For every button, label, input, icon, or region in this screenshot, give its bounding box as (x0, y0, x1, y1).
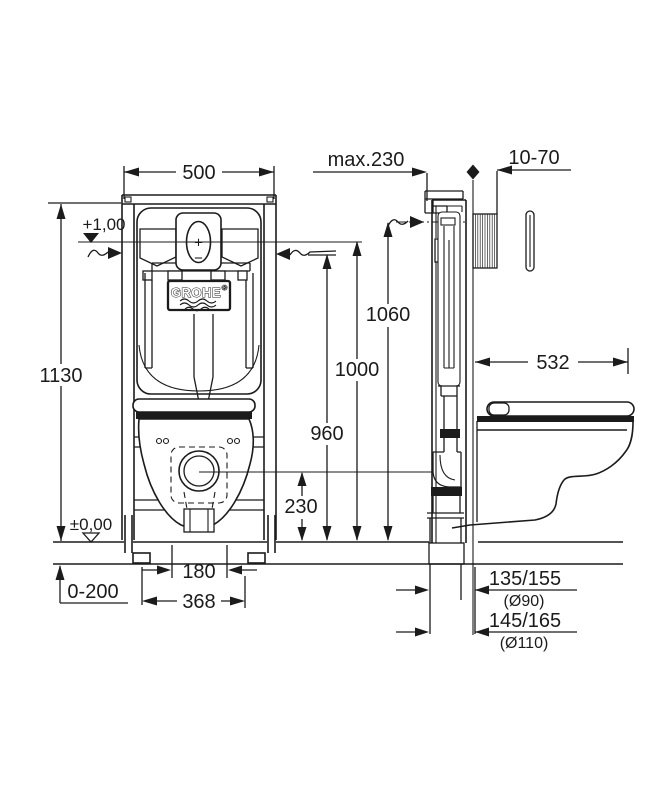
corner-screw-right-icon (266, 196, 274, 203)
dim-height-960: 960 (310, 254, 344, 541)
pipe-gasket-upper (440, 429, 460, 438)
dim-frame-height: 1130 (39, 202, 121, 541)
pan-seat-band-side (477, 416, 634, 422)
dim-height-230: 230 (284, 472, 318, 541)
dim-height-1060: 1060 (366, 222, 411, 541)
tank-wing-right (221, 228, 259, 267)
reference-diamond-icon (466, 164, 480, 180)
dim-floor-buildup: 0-200 (55, 565, 128, 604)
dim-label-1130: 1130 (39, 365, 82, 387)
cistern-side (437, 211, 461, 397)
level-triangle-open-icon (81, 532, 101, 543)
dim-label-d110: (Ø110) (500, 635, 549, 652)
registered-mark: ® (222, 284, 228, 292)
dim-label-532: 532 (536, 352, 569, 374)
drain-piping-side (427, 396, 476, 634)
flush-plate-side (525, 210, 535, 272)
outlet-opening (178, 450, 220, 492)
registered-dot-icon (221, 284, 228, 291)
floor-lines (53, 541, 623, 565)
dim-label-0-200: 0-200 (67, 581, 118, 603)
squiggle-arrow-right-icon (276, 248, 337, 260)
dim-drain-90: 135/155 (Ø90) (396, 568, 577, 610)
logo-waves-icon (179, 298, 217, 312)
level-top-label: +1,00 (82, 215, 125, 234)
level-triangle-filled-icon (83, 233, 99, 243)
dim-label-368: 368 (182, 591, 215, 613)
dim-label-1060: 1060 (366, 304, 411, 326)
brand-name: GROHE (171, 285, 221, 300)
dim-label-10-70: 10-70 (508, 147, 559, 169)
wc-pan-front (132, 398, 256, 533)
dim-label-d90: (Ø90) (504, 593, 545, 610)
foot-plate-right (247, 552, 266, 564)
wc-pan-side (451, 401, 635, 529)
dim-label-500: 500 (182, 162, 215, 184)
rail-foot-side (428, 542, 465, 565)
corner-screw-left-icon (124, 196, 132, 203)
front-view: 500 1130 +1,00 (39, 162, 362, 613)
wall-section-hatch (472, 213, 498, 269)
lid-hinge-icon (488, 402, 510, 416)
dim-feet-span: 368 (141, 567, 246, 613)
dim-frame-depth: max.230 (313, 149, 428, 201)
flush-button-plus: + (194, 235, 203, 252)
dim-drain-110: 145/165 (Ø110) (396, 610, 577, 652)
pan-seat-band (136, 412, 252, 419)
dim-label-230: 230 (284, 496, 317, 518)
dim-pan-depth: 532 (475, 348, 629, 374)
dim-frame-width: 500 (123, 162, 275, 199)
flush-button-minus: − (194, 250, 203, 267)
dim-plate-depth-range: 10-70 (496, 147, 571, 214)
dim-label-960: 960 (310, 423, 343, 445)
dim-height-1000: 1000 (335, 241, 380, 541)
grohe-logo: GROHE ® (166, 279, 232, 312)
dim-label-1000: 1000 (335, 359, 380, 381)
dim-label-135-155: 135/155 (489, 568, 561, 590)
flush-plate-front: + − (110, 212, 362, 271)
dim-label-145-165: 145/165 (489, 610, 561, 632)
foot-plate-left (132, 552, 151, 564)
wall-bracket (424, 190, 464, 214)
dim-label-max230: max.230 (328, 149, 405, 171)
level-mark-floor: ±0,00 (70, 515, 112, 543)
level-floor-label: ±0,00 (70, 515, 112, 534)
dim-fixing-distance: 180 (142, 545, 257, 583)
side-view: max.230 10-70 (199, 147, 635, 652)
frame-feet (124, 515, 276, 564)
dim-label-180: 180 (182, 561, 215, 583)
squiggle-arrow-left-icon (87, 247, 122, 259)
pan-lid-front (132, 398, 256, 413)
mounting-plate-hidden-outline (170, 446, 228, 504)
tank-wing-left (139, 228, 177, 267)
pipe-gasket-lower (431, 487, 462, 496)
